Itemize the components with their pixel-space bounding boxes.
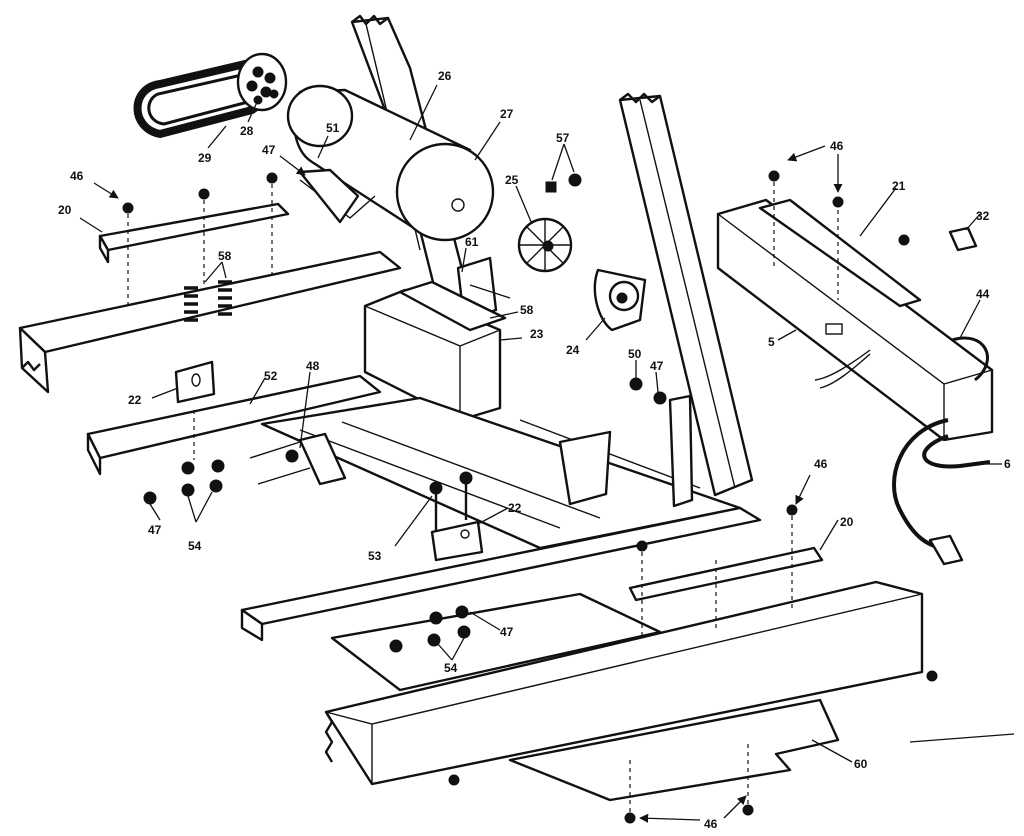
callout-46-bottom: 46 [704, 817, 718, 831]
rail-upper-left [18, 250, 402, 394]
angle-bracket-20-right [628, 546, 824, 602]
blower-housing [593, 268, 647, 332]
power-cord-6 [892, 418, 991, 566]
callout-22-left: 22 [128, 393, 142, 407]
callout-28: 28 [240, 124, 254, 138]
callout-27: 27 [500, 107, 514, 121]
callout-labels: 26 27 28 29 51 47 46 20 58 61 58 23 57 2… [58, 69, 1011, 831]
motor-pulley [236, 52, 288, 112]
callout-47-mid: 47 [650, 359, 664, 373]
angle-bracket-21 [758, 198, 922, 308]
callout-60: 60 [854, 757, 868, 771]
callout-53: 53 [368, 549, 382, 563]
front-side-rail [324, 580, 924, 786]
control-box [363, 280, 507, 422]
fan-blade [517, 217, 573, 273]
fasteners [122, 170, 938, 824]
right-upright-post [618, 92, 754, 497]
callout-32: 32 [976, 209, 990, 223]
callout-46-top-right: 46 [830, 139, 844, 153]
mount-bracket-22-left [174, 360, 216, 404]
callout-58-springs: 58 [218, 249, 232, 263]
callout-58-box: 58 [520, 303, 534, 317]
bottom-plate-60 [508, 698, 840, 802]
leader-lines [79, 84, 1015, 823]
callout-20-right: 20 [840, 515, 854, 529]
springs-58 [184, 280, 232, 322]
callout-46-left: 46 [70, 169, 84, 183]
callout-48: 48 [306, 359, 320, 373]
assembly-lines [127, 182, 839, 812]
angle-bracket-20-top [98, 202, 290, 264]
callout-24: 24 [566, 343, 580, 357]
cord-strain-44 [951, 336, 989, 382]
rail-front-lower [240, 506, 762, 642]
callout-22-right: 22 [508, 501, 522, 515]
callout-21: 21 [892, 179, 906, 193]
switch-32 [948, 226, 978, 252]
drive-motor [286, 84, 495, 242]
callout-54-left: 54 [188, 539, 202, 553]
callout-6: 6 [1004, 457, 1011, 471]
callout-47-bottom: 47 [500, 625, 514, 639]
callout-54-bottom: 54 [444, 661, 458, 675]
cross-shaft [249, 432, 347, 486]
callout-50: 50 [628, 347, 642, 361]
callout-5: 5 [768, 335, 775, 349]
lead-wires [814, 349, 871, 389]
callout-25: 25 [505, 173, 519, 187]
mount-bracket-22-right [430, 520, 484, 562]
callout-29: 29 [198, 151, 212, 165]
callout-57: 57 [556, 131, 570, 145]
callout-61: 61 [465, 235, 479, 249]
callout-47-left: 47 [148, 523, 162, 537]
callout-44: 44 [976, 287, 990, 301]
callout-51: 51 [326, 121, 340, 135]
callout-52: 52 [264, 369, 278, 383]
callout-26: 26 [438, 69, 452, 83]
screws-57 [545, 173, 582, 193]
callout-46-right: 46 [814, 457, 828, 471]
callout-20-left: 20 [58, 203, 72, 217]
callout-23: 23 [530, 327, 544, 341]
callout-47-motor: 47 [262, 143, 276, 157]
